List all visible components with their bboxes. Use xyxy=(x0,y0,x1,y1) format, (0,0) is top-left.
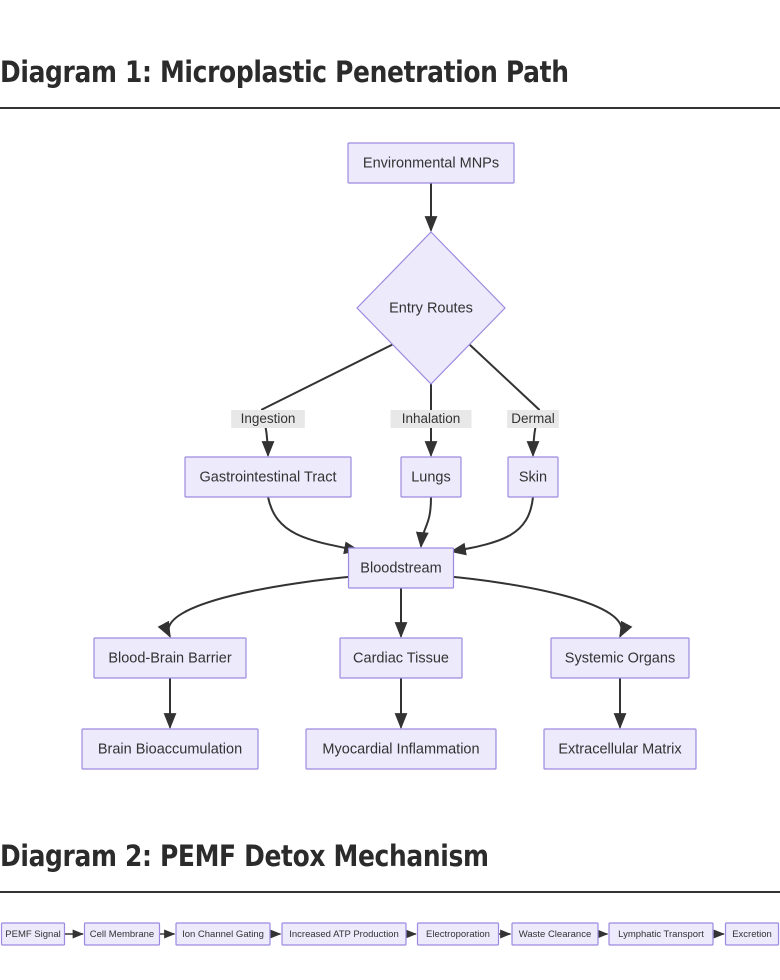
node-entry[interactable]: Entry Routes xyxy=(356,231,506,385)
diagram-1-title: Diagram 1: Microplastic Penetration Path xyxy=(0,55,569,89)
diagram-2-svg: PEMF Signal Cell Membrane Ion Channel Gati… xyxy=(0,922,780,946)
node-ion[interactable]: Ion Channel Gating xyxy=(175,922,271,946)
node-bbb[interactable]: Blood-Brain Barrier xyxy=(93,637,247,679)
node-cell[interactable]: Cell Membrane xyxy=(83,922,161,946)
node-gi[interactable]: Gastrointestinal Tract xyxy=(184,456,352,498)
diagram-2-title-wrap: Diagram 2: PEMF Detox Mechanism xyxy=(0,842,568,871)
node-skin[interactable]: Skin xyxy=(507,456,559,498)
diagram-2-divider xyxy=(0,891,780,893)
node-label-ecm: Extracellular Matrix xyxy=(558,741,682,757)
edge-label-text: Dermal xyxy=(511,411,555,426)
diagram-2-nodes: PEMF Signal Cell Membrane Ion Channel Gati… xyxy=(0,922,780,946)
node-label-myocardial: Myocardial Inflammation xyxy=(322,741,479,757)
node-myocardial[interactable]: Myocardial Inflammation xyxy=(305,728,497,770)
edge-gi-to-blood xyxy=(267,496,361,555)
edge-entry-to-skin xyxy=(468,343,541,458)
node-label-blood: Bloodstream xyxy=(360,560,441,576)
diagram-2-canvas: PEMF Signal Cell Membrane Ion Channel Gati… xyxy=(0,893,780,980)
diagram-1-svg: Ingestion Inhalation Dermal Environmental … xyxy=(81,142,697,770)
node-label-env: Environmental MNPs xyxy=(363,155,499,171)
node-label-entry: Entry Routes xyxy=(389,300,473,316)
node-label-lymph: Lymphatic Transport xyxy=(618,929,704,940)
node-systemic[interactable]: Systemic Organs xyxy=(550,637,690,679)
node-pemf[interactable]: PEMF Signal xyxy=(0,922,66,946)
edge-blood-to-bbb xyxy=(157,575,359,638)
diagram-2-title: Diagram 2: PEMF Detox Mechanism xyxy=(0,839,489,873)
node-label-lungs: Lungs xyxy=(411,469,451,485)
node-label-cardiac: Cardiac Tissue xyxy=(353,650,449,666)
node-waste[interactable]: Waste Clearance xyxy=(511,922,599,946)
edge-label-text: Ingestion xyxy=(241,411,296,426)
edge-label-entry-to-gi: Ingestion xyxy=(231,410,305,428)
node-label-excr: Excretion xyxy=(732,929,772,940)
edge-label-entry-to-lungs: Inhalation xyxy=(390,410,472,428)
node-label-pemf: PEMF Signal xyxy=(5,929,60,940)
node-label-atp: Increased ATP Production xyxy=(289,929,399,940)
node-ecm[interactable]: Extracellular Matrix xyxy=(543,728,697,770)
edge-label-entry-to-skin: Dermal xyxy=(507,410,559,428)
node-label-cell: Cell Membrane xyxy=(90,929,154,940)
node-env[interactable]: Environmental MNPs xyxy=(347,142,515,184)
node-atp[interactable]: Increased ATP Production xyxy=(281,922,407,946)
diagram-1-edge-labels: Ingestion Inhalation Dermal xyxy=(231,410,559,428)
node-label-systemic: Systemic Organs xyxy=(565,650,675,666)
node-lungs[interactable]: Lungs xyxy=(400,456,462,498)
edge-label-text: Inhalation xyxy=(402,411,461,426)
node-label-gi: Gastrointestinal Tract xyxy=(200,469,337,485)
node-label-skin: Skin xyxy=(519,469,547,485)
node-electro[interactable]: Electroporation xyxy=(416,922,500,946)
edge-blood-to-systemic xyxy=(443,575,633,638)
node-label-bbb: Blood-Brain Barrier xyxy=(108,650,231,666)
node-label-waste: Waste Clearance xyxy=(519,929,592,940)
edge-entry-to-gi xyxy=(260,343,393,458)
node-brainbio[interactable]: Brain Bioaccumulation xyxy=(81,728,259,770)
diagram-1-canvas: Ingestion Inhalation Dermal Environmental … xyxy=(0,110,780,790)
node-excr[interactable]: Excretion xyxy=(724,922,780,946)
diagram-1-edges xyxy=(157,183,633,730)
node-cardiac[interactable]: Cardiac Tissue xyxy=(339,637,463,679)
diagram-1-divider xyxy=(0,107,780,109)
diagram-1-title-wrap: Diagram 1: Microplastic Penetration Path xyxy=(0,58,661,87)
node-label-electro: Electroporation xyxy=(426,929,490,940)
edge-lungs-to-blood xyxy=(415,496,432,549)
node-label-ion: Ion Channel Gating xyxy=(182,929,264,940)
node-label-brainbio: Brain Bioaccumulation xyxy=(98,741,242,757)
node-blood[interactable]: Bloodstream xyxy=(347,547,455,589)
edge-skin-to-blood xyxy=(449,496,534,556)
node-lymph[interactable]: Lymphatic Transport xyxy=(608,922,714,946)
